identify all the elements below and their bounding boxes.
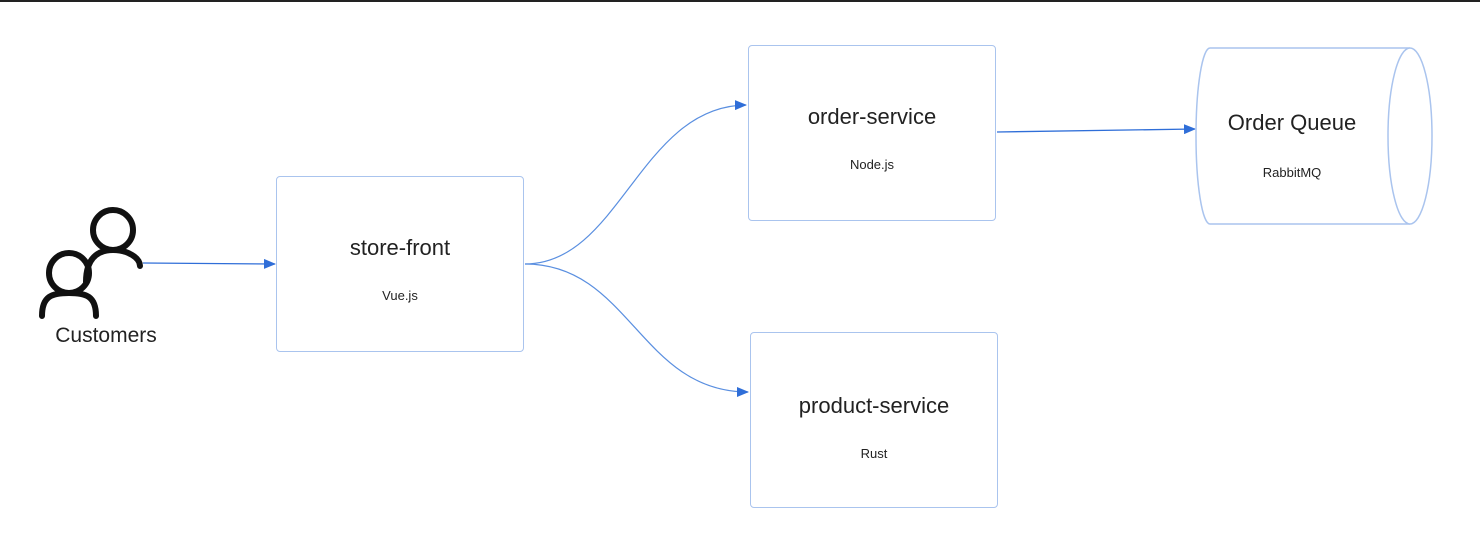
edge-order-service-order-queue bbox=[996, 124, 1196, 135]
node-title: order-service bbox=[807, 104, 937, 129]
order-queue-title: Order Queue bbox=[1227, 110, 1357, 135]
store-front-node: store-front Vue.js bbox=[276, 176, 524, 352]
node-tech: Vue.js bbox=[382, 288, 418, 303]
product-service-node: product-service Rust bbox=[750, 332, 998, 508]
top-border bbox=[0, 0, 1480, 2]
order-queue-tech: RabbitMQ bbox=[1262, 165, 1322, 180]
node-tech: Rust bbox=[860, 446, 888, 461]
edge-customers-store-front bbox=[142, 258, 276, 269]
node-title: product-service bbox=[798, 393, 950, 418]
node-title: store-front bbox=[349, 235, 451, 260]
order-service-node: order-service Node.js bbox=[748, 45, 996, 221]
customers-label: Customers bbox=[55, 324, 157, 347]
node-tech: Node.js bbox=[849, 157, 895, 172]
edge-store-front-order-service bbox=[524, 100, 747, 265]
order-queue-cylinder bbox=[1195, 47, 1433, 225]
edge-store-front-product-service bbox=[524, 263, 749, 397]
users-icon bbox=[39, 207, 143, 319]
